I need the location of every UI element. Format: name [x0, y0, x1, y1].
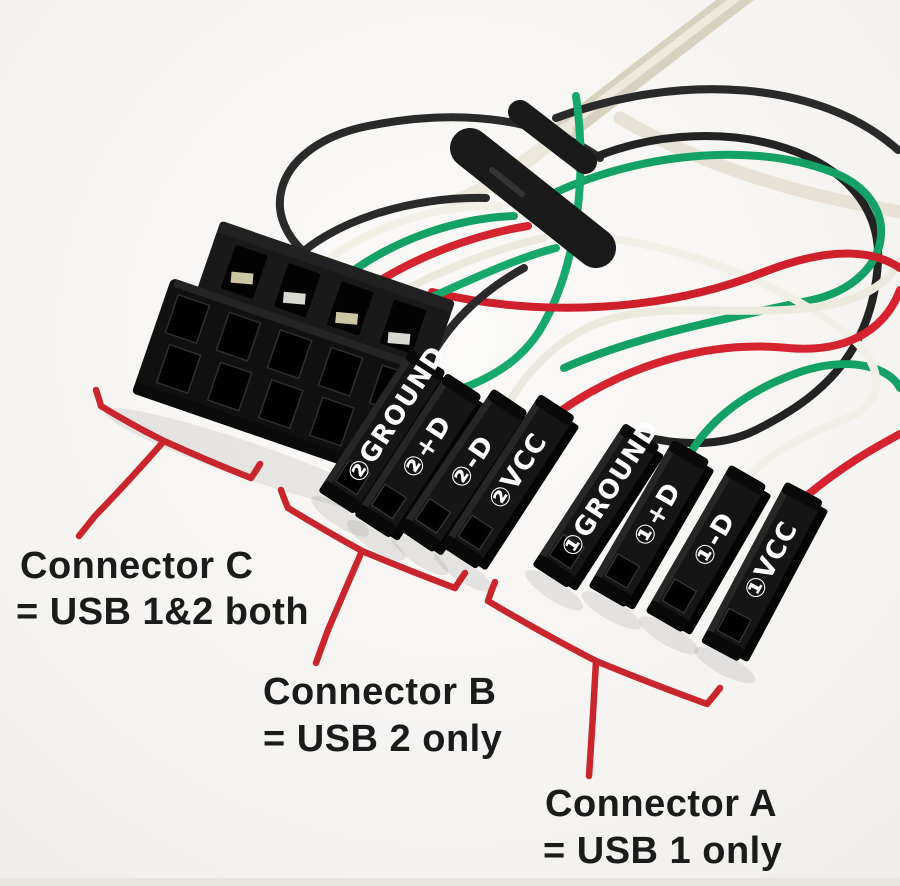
- white-wire-sweep: [548, 228, 881, 481]
- caption-connector-c-line1: Connector C: [20, 545, 254, 587]
- heat-shrink-tube: [508, 100, 597, 174]
- c-wire-white1: [312, 201, 504, 274]
- red-wire-to-a-vcc: [800, 430, 900, 502]
- c-pin-hole: [257, 378, 304, 430]
- caption-connector-a-line2: = USB 1 only: [543, 830, 782, 872]
- c-lid-slot: [221, 245, 268, 299]
- caption-connector-a-line1: Connector A: [545, 783, 777, 825]
- black-wire-loop-right: [594, 132, 883, 448]
- pin-a-plus-d: ①+D: [581, 440, 714, 630]
- bracket-connector-a: [484, 578, 724, 780]
- c-pin-hole: [155, 343, 202, 395]
- red-wire-cross-upper: [428, 249, 900, 312]
- c-pin-hole: [317, 346, 364, 397]
- c-wire-red: [364, 222, 532, 292]
- c-pin-hole: [266, 328, 313, 380]
- c-pin-hole: [308, 396, 355, 447]
- c-contact: [230, 271, 254, 285]
- white-wire-to-b: [503, 256, 900, 410]
- c-contact: [387, 332, 411, 345]
- black-wire-top: [552, 85, 900, 154]
- red-wire-cross-lower: [555, 286, 900, 416]
- bracket-connector-b: [277, 486, 469, 667]
- c-pin-hole: [206, 361, 253, 412]
- c-contact: [335, 311, 359, 325]
- green-wire-to-a: [687, 360, 900, 456]
- bracket-connector-c: [75, 386, 264, 540]
- c-wire-black: [288, 193, 490, 266]
- heat-shrink-highlight: [489, 167, 525, 197]
- c-contact: [282, 291, 306, 305]
- caption-connector-b-line2: = USB 2 only: [263, 718, 502, 760]
- c-pin-hole: [215, 311, 262, 362]
- c-lid-slot: [274, 263, 321, 317]
- caption-connector-b-line1: Connector B: [263, 671, 497, 713]
- photo-bottom-edge: [0, 878, 900, 886]
- c-wire-green1: [338, 212, 518, 283]
- caption-connector-c-line2: = USB 1&2 both: [16, 591, 309, 633]
- c-pin-hole: [164, 293, 211, 345]
- green-wire-loop-top: [518, 150, 886, 372]
- heat-shrink-tube-main: [450, 128, 616, 268]
- pin-a-minus-d: ①-D: [638, 465, 771, 655]
